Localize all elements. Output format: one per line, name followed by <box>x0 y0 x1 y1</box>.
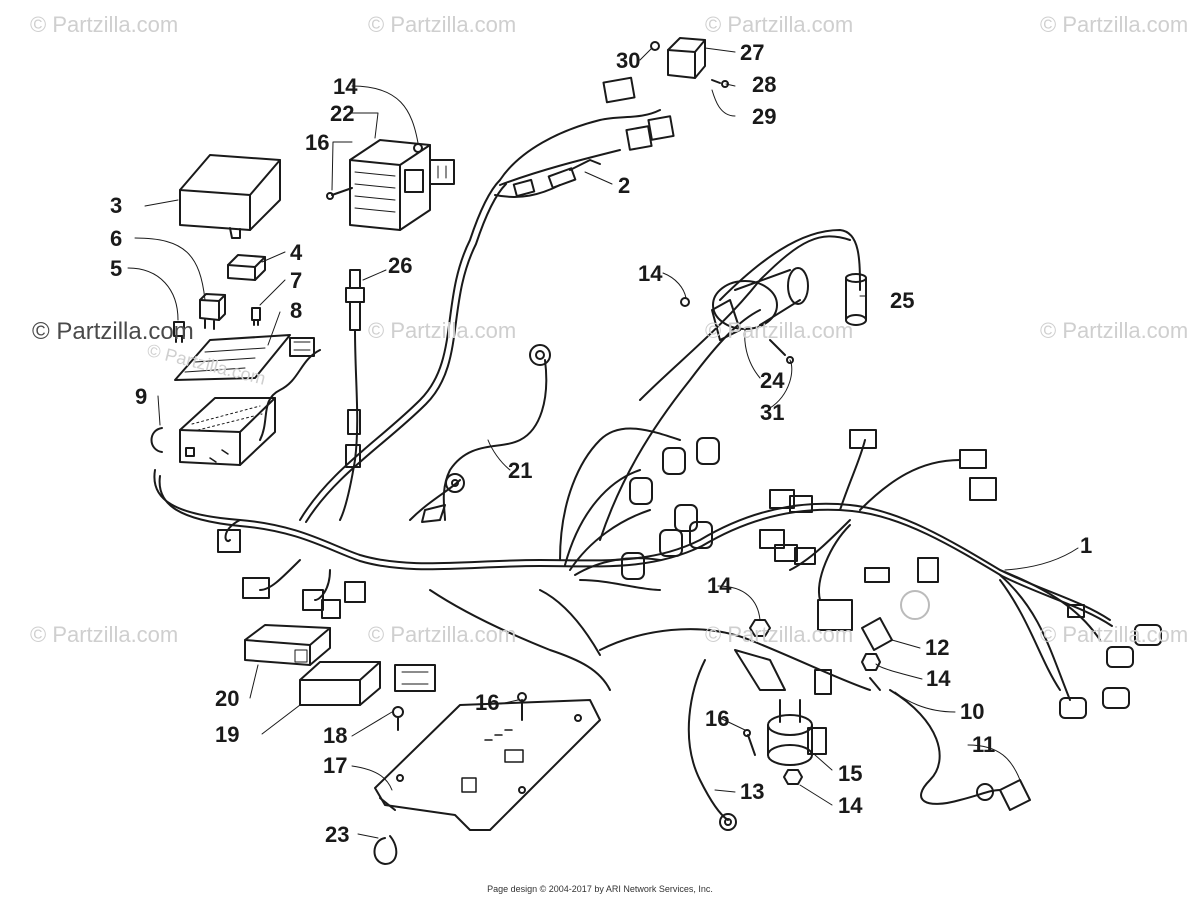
callout-6: 6 <box>110 226 123 251</box>
callout-16: 16 <box>705 706 730 731</box>
harness-end-connectors <box>1059 604 1162 719</box>
battery-cable-10 <box>889 689 1031 811</box>
watermark: © Partzilla.com <box>1040 622 1189 647</box>
wire-clip-23 <box>373 835 398 865</box>
fuse-5 <box>173 321 185 343</box>
callout-14: 14 <box>838 793 863 818</box>
ground-wire-21 <box>421 344 551 523</box>
watermark: © Partzilla.com <box>368 622 517 647</box>
page-footer: Page design © 2004-2017 by ARI Network S… <box>487 884 713 894</box>
callout-21: 21 <box>508 458 533 483</box>
relay-small <box>227 254 266 281</box>
callout-22: 22 <box>330 101 355 126</box>
nuts-14 <box>749 619 881 785</box>
relay <box>199 293 226 330</box>
callout-18: 18 <box>323 723 348 748</box>
callout-30: 30 <box>616 48 641 73</box>
ecu-cover <box>299 661 381 706</box>
ignition-coil <box>680 267 809 364</box>
watermark: © Partzilla.com <box>705 318 854 343</box>
watermark: © Partzilla.com <box>30 12 179 37</box>
screw-16-regulator <box>326 187 353 200</box>
left-low-connectors <box>217 529 366 619</box>
callout-19: 19 <box>215 722 240 747</box>
callout-14: 14 <box>926 666 951 691</box>
callout-28: 28 <box>752 72 777 97</box>
callout-7: 7 <box>290 268 303 293</box>
watermark: © Partzilla.com <box>32 318 194 345</box>
watermark: © Partzilla.com <box>705 622 854 647</box>
watermark: © Partzilla.com <box>1040 12 1189 37</box>
callout-5: 5 <box>110 256 123 281</box>
starter-relay-27 <box>650 37 729 88</box>
starter-solenoid <box>767 669 832 766</box>
callout-3: 3 <box>110 193 123 218</box>
leader-lines <box>127 47 1079 839</box>
callout-13: 13 <box>740 779 765 804</box>
spark-plug-cap <box>845 273 867 326</box>
screw-16-solenoid <box>743 729 756 756</box>
callout-1: 1 <box>1080 533 1093 558</box>
callout-17: 17 <box>323 753 348 778</box>
callout-16: 16 <box>475 690 500 715</box>
watermark: © Partzilla.com <box>368 12 517 37</box>
callout-26: 26 <box>388 253 413 278</box>
callout-11: 11 <box>972 732 996 757</box>
fuse-7 <box>251 307 261 326</box>
mounting-plate <box>374 699 601 831</box>
callout-9: 9 <box>135 384 148 409</box>
callout-4: 4 <box>290 240 303 265</box>
plate-screws <box>392 692 527 731</box>
callout-25: 25 <box>890 288 915 313</box>
oxygen-sensor <box>345 269 365 468</box>
battery-cable-13 <box>687 649 881 831</box>
callout-24: 24 <box>760 368 785 393</box>
callout-27: 27 <box>740 40 765 65</box>
watermark: © Partzilla.com <box>1040 318 1189 343</box>
callout-14: 14 <box>707 573 732 598</box>
right-connectors <box>759 429 997 631</box>
callout-31: 31 <box>760 400 785 425</box>
callout-16: 16 <box>305 130 330 155</box>
callout-14: 14 <box>638 261 663 286</box>
ecu-module <box>244 624 331 666</box>
watermark: © Partzilla.com <box>30 622 179 647</box>
wire-clip-9 <box>150 427 163 453</box>
fuse-box-cover <box>179 154 281 239</box>
voltage-regulator <box>349 139 455 231</box>
sensor-connectors-center <box>621 437 720 580</box>
top-connector-pair <box>602 76 675 151</box>
callout-29: 29 <box>752 104 777 129</box>
main-wire-harness <box>153 109 1113 701</box>
watermark: © Partzilla.com <box>368 318 517 343</box>
callout-2: 2 <box>618 173 631 198</box>
callout-14: 14 <box>333 74 358 99</box>
callout-20: 20 <box>215 686 240 711</box>
callout-15: 15 <box>838 761 863 786</box>
fuse-box-base <box>179 397 276 466</box>
callout-23: 23 <box>325 822 350 847</box>
fusebox-connector <box>289 337 315 357</box>
ecu-plug <box>394 664 436 692</box>
callout-12: 12 <box>925 635 950 660</box>
callout-8: 8 <box>290 298 303 323</box>
top-connector-2 <box>512 159 601 198</box>
watermark: © Partzilla.com <box>705 12 854 37</box>
nut-14-regulator <box>413 143 423 153</box>
callout-10: 10 <box>960 699 985 724</box>
fuse-panel-label <box>174 334 291 381</box>
